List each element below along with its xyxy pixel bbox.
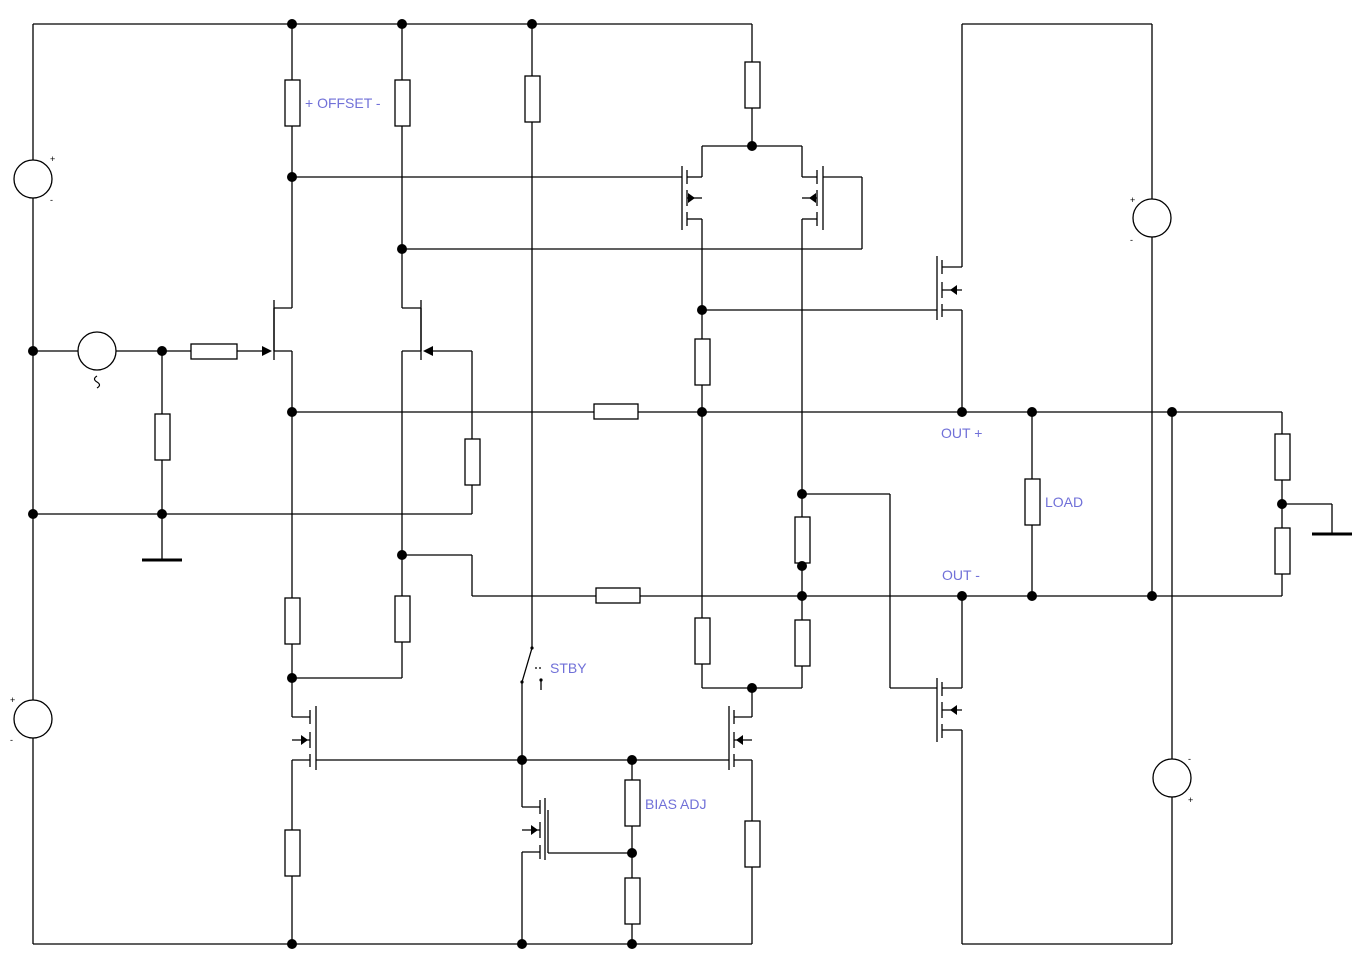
supply-source-top-right <box>1132 198 1172 238</box>
resistors <box>154 61 1291 925</box>
mosfet-diff-left <box>681 166 702 230</box>
junction-dots <box>28 19 1287 949</box>
supply-source-bottom-left <box>13 699 53 739</box>
polarity-minus: - <box>1188 754 1191 764</box>
resistor-divider-lower <box>1274 527 1291 575</box>
supply-source-top-left <box>13 159 53 199</box>
resistor-bias-adj <box>624 779 641 827</box>
label-stby: STBY <box>550 660 587 676</box>
label-load: LOAD <box>1045 494 1083 510</box>
resistor-diff-load <box>694 338 711 386</box>
resistor-diff-right-lower <box>794 619 811 667</box>
resistor-offset-right <box>394 79 411 127</box>
resistor-standby-bias <box>524 75 541 123</box>
resistor-feedback-plus <box>593 403 639 420</box>
polarity-minus: - <box>50 195 53 205</box>
label-out-plus: OUT + <box>941 425 982 441</box>
resistor-feedback-shunt <box>464 438 481 486</box>
polarity-plus: + <box>1130 195 1135 205</box>
resistor-offset-left <box>284 79 301 127</box>
resistor-divider-upper <box>1274 433 1291 481</box>
mosfet-output-upper <box>936 256 962 320</box>
jfet-input-left <box>262 300 275 360</box>
mosfet-diff-right <box>802 166 824 230</box>
resistor-mid-lower <box>394 595 411 643</box>
polarity-plus: + <box>50 154 55 164</box>
signal-source-ac <box>77 331 117 371</box>
resistor-diff-left-lower <box>694 617 711 665</box>
mosfet-output-lower <box>936 678 962 742</box>
resistor-gate-lower <box>794 516 811 564</box>
labels: + OFFSET - OUT + OUT - LOAD STBY BIAS AD… <box>302 94 1083 812</box>
resistor-load <box>1024 478 1041 526</box>
resistor-left-lower <box>284 597 301 645</box>
polarity-minus: - <box>10 735 13 745</box>
label-bias-adj: BIAS ADJ <box>645 796 706 812</box>
resistor-bias-lower <box>624 877 641 925</box>
voltage-sources <box>13 159 1192 798</box>
ground-symbols <box>142 532 1352 562</box>
label-out-minus: OUT - <box>942 567 980 583</box>
mosfet-current-right <box>728 706 752 770</box>
transistors <box>262 166 962 860</box>
ac-symbol-icon <box>93 375 101 389</box>
resistor-input-shunt <box>154 413 171 461</box>
resistor-tail <box>744 61 761 109</box>
resistor-feedback-minus <box>595 587 641 604</box>
mosfet-bias <box>522 798 546 860</box>
polarity-marks: + - + - + - - + <box>10 154 1193 805</box>
mosfet-current-left <box>292 706 317 770</box>
standby-switch <box>520 646 543 690</box>
label-offset: + OFFSET - <box>305 95 381 111</box>
resistor-source-right <box>744 820 761 868</box>
resistor-source-left <box>284 829 301 877</box>
resistor-input-series <box>190 343 238 360</box>
polarity-plus: + <box>10 695 15 705</box>
polarity-minus: - <box>1130 235 1133 245</box>
supply-source-bottom-right <box>1152 758 1192 798</box>
jfet-input-right <box>420 300 433 360</box>
polarity-plus: + <box>1188 795 1193 805</box>
